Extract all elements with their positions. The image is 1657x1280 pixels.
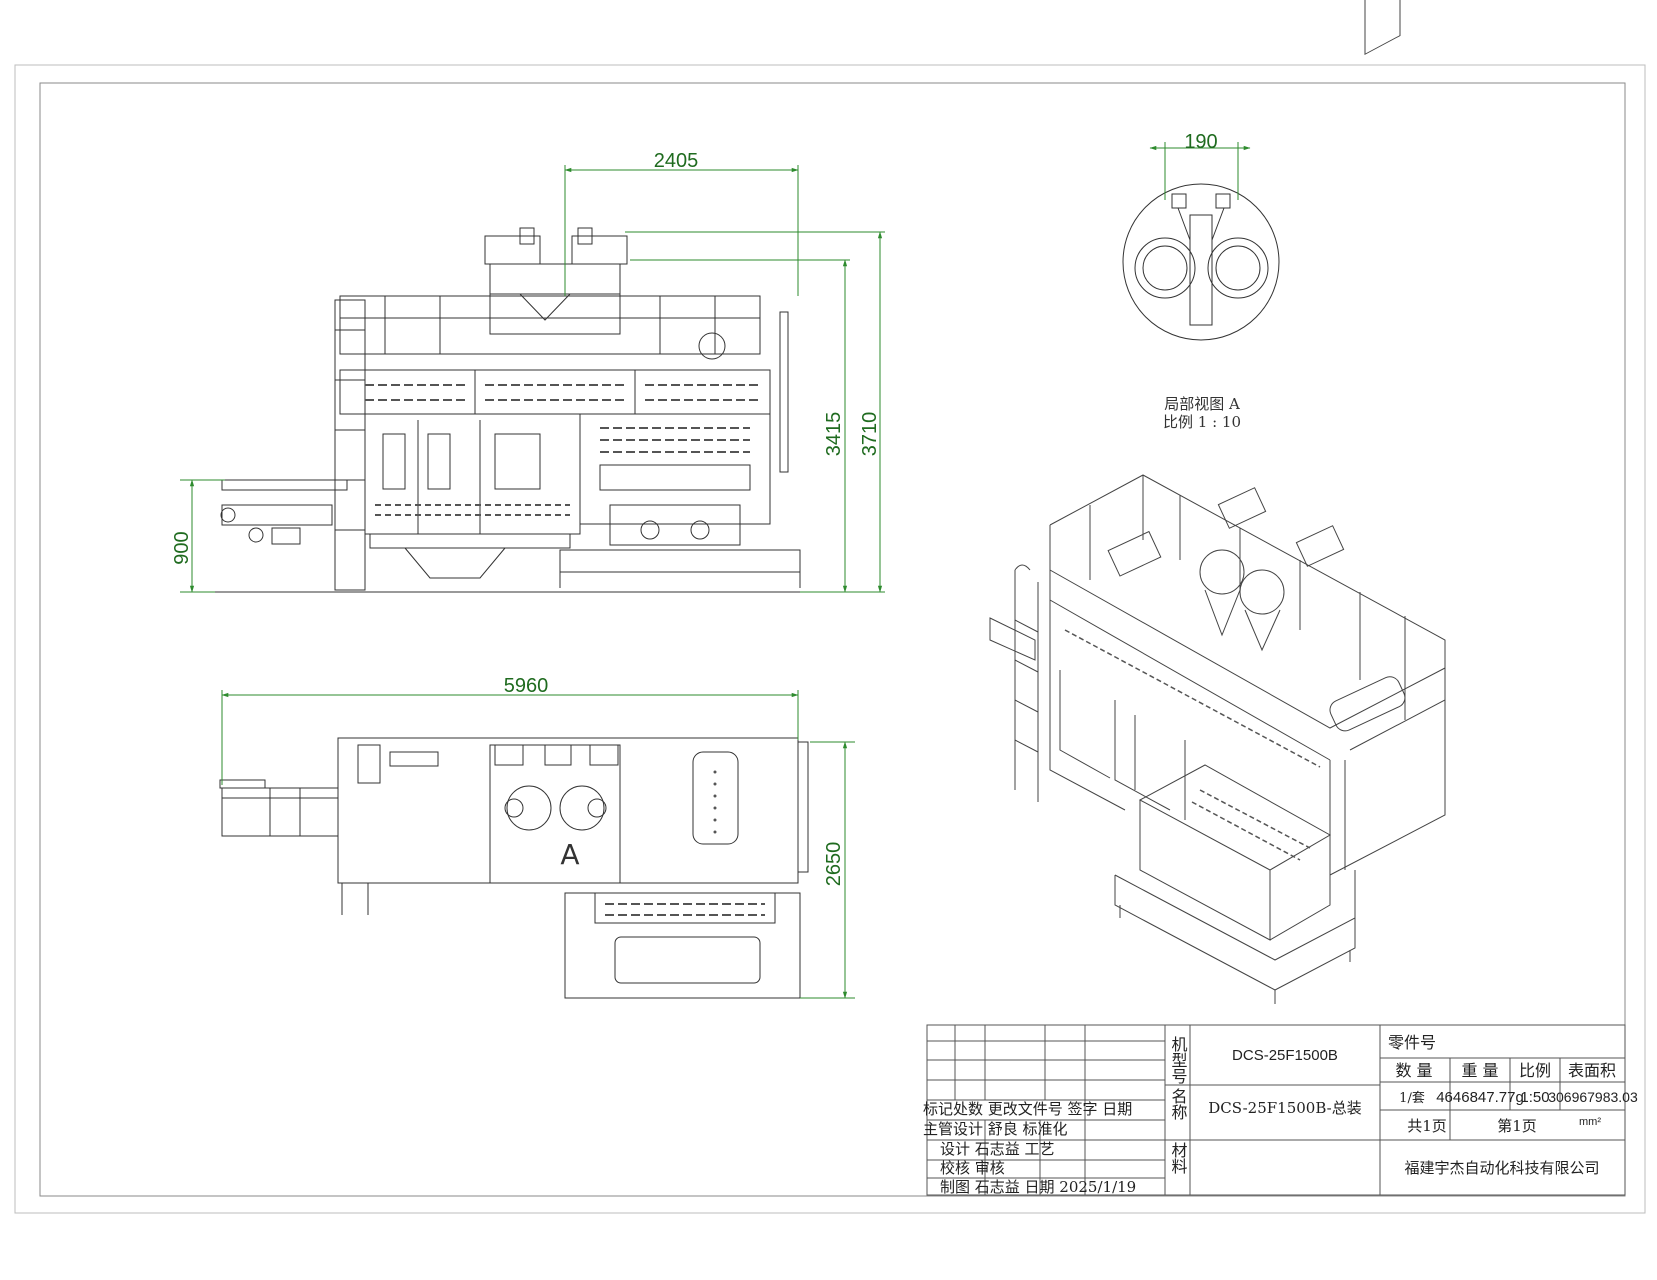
dim-900: 900 (171, 531, 193, 564)
top-louvers (605, 903, 765, 916)
part-no-label: 零件号 (1388, 1033, 1436, 1052)
qty-header: 数 量 (1395, 1061, 1432, 1080)
title-block-grid (926, 1024, 1626, 1196)
material-label: 材料 (1169, 1142, 1188, 1174)
area-value: 306967983.03 (1548, 1089, 1638, 1105)
row-design: 设计 石志益 工艺 (940, 1140, 1055, 1158)
dim-3710: 3710 (859, 412, 881, 457)
top-dimension-lines (221, 690, 855, 999)
name-label: 名称 (1169, 1088, 1188, 1121)
total-pages: 共1页 (1407, 1117, 1447, 1135)
front-dimension-lines (180, 165, 885, 593)
weight-header: 重 量 (1461, 1061, 1498, 1080)
company-name: 福建宇杰自动化科技有限公司 (1404, 1159, 1599, 1177)
model-label: 机型号 (1169, 1036, 1188, 1085)
area-unit: mm² (1579, 1116, 1601, 1128)
top-leader-dots (713, 770, 717, 834)
row-draw: 制图 石志益 日期 2025/1/19 (940, 1178, 1136, 1196)
row-check: 校核 审核 (940, 1159, 1005, 1177)
qty-value: 1/套 (1399, 1090, 1425, 1106)
detail-caption-scale: 比例 1 : 10 (1163, 413, 1241, 431)
detail-caption-title: 局部视图 A (1164, 395, 1240, 413)
dim-5960: 5960 (504, 675, 549, 697)
dim-2650: 2650 (823, 842, 845, 887)
title-block-texts: 机型号 DCS-25F1500B 名称 DCS-25F1500B-总装 材料 零… (923, 1033, 1638, 1196)
page-number: 第1页 (1497, 1117, 1537, 1135)
dim-2405: 2405 (654, 150, 699, 172)
scale-value: 1:50 (1520, 1089, 1549, 1106)
dim-3415: 3415 (823, 412, 845, 457)
dim-190: 190 (1184, 131, 1217, 153)
top-view (219, 737, 809, 999)
detail-dimension-lines (1149, 142, 1251, 200)
outer-border (14, 64, 1646, 1214)
detail-callout-a: A (560, 838, 579, 871)
weight-value: 4646847.77g (1436, 1089, 1524, 1106)
isometric-view (989, 0, 1446, 1004)
revision-header: 标记处数 更改文件号 签字 日期 (923, 1100, 1132, 1118)
model-value: DCS-25F1500B (1232, 1047, 1338, 1064)
inner-border (39, 82, 1626, 1197)
front-louvers (365, 384, 760, 516)
row-manager: 主管设计 舒良 标准化 (923, 1120, 1068, 1138)
iso-louvers (1064, 629, 1321, 861)
front-view (220, 227, 801, 591)
detail-view-a (1122, 183, 1280, 341)
scale-header: 比例 (1519, 1061, 1551, 1080)
name-value: DCS-25F1500B-总装 (1208, 1099, 1361, 1117)
area-header: 表面积 (1568, 1061, 1616, 1080)
